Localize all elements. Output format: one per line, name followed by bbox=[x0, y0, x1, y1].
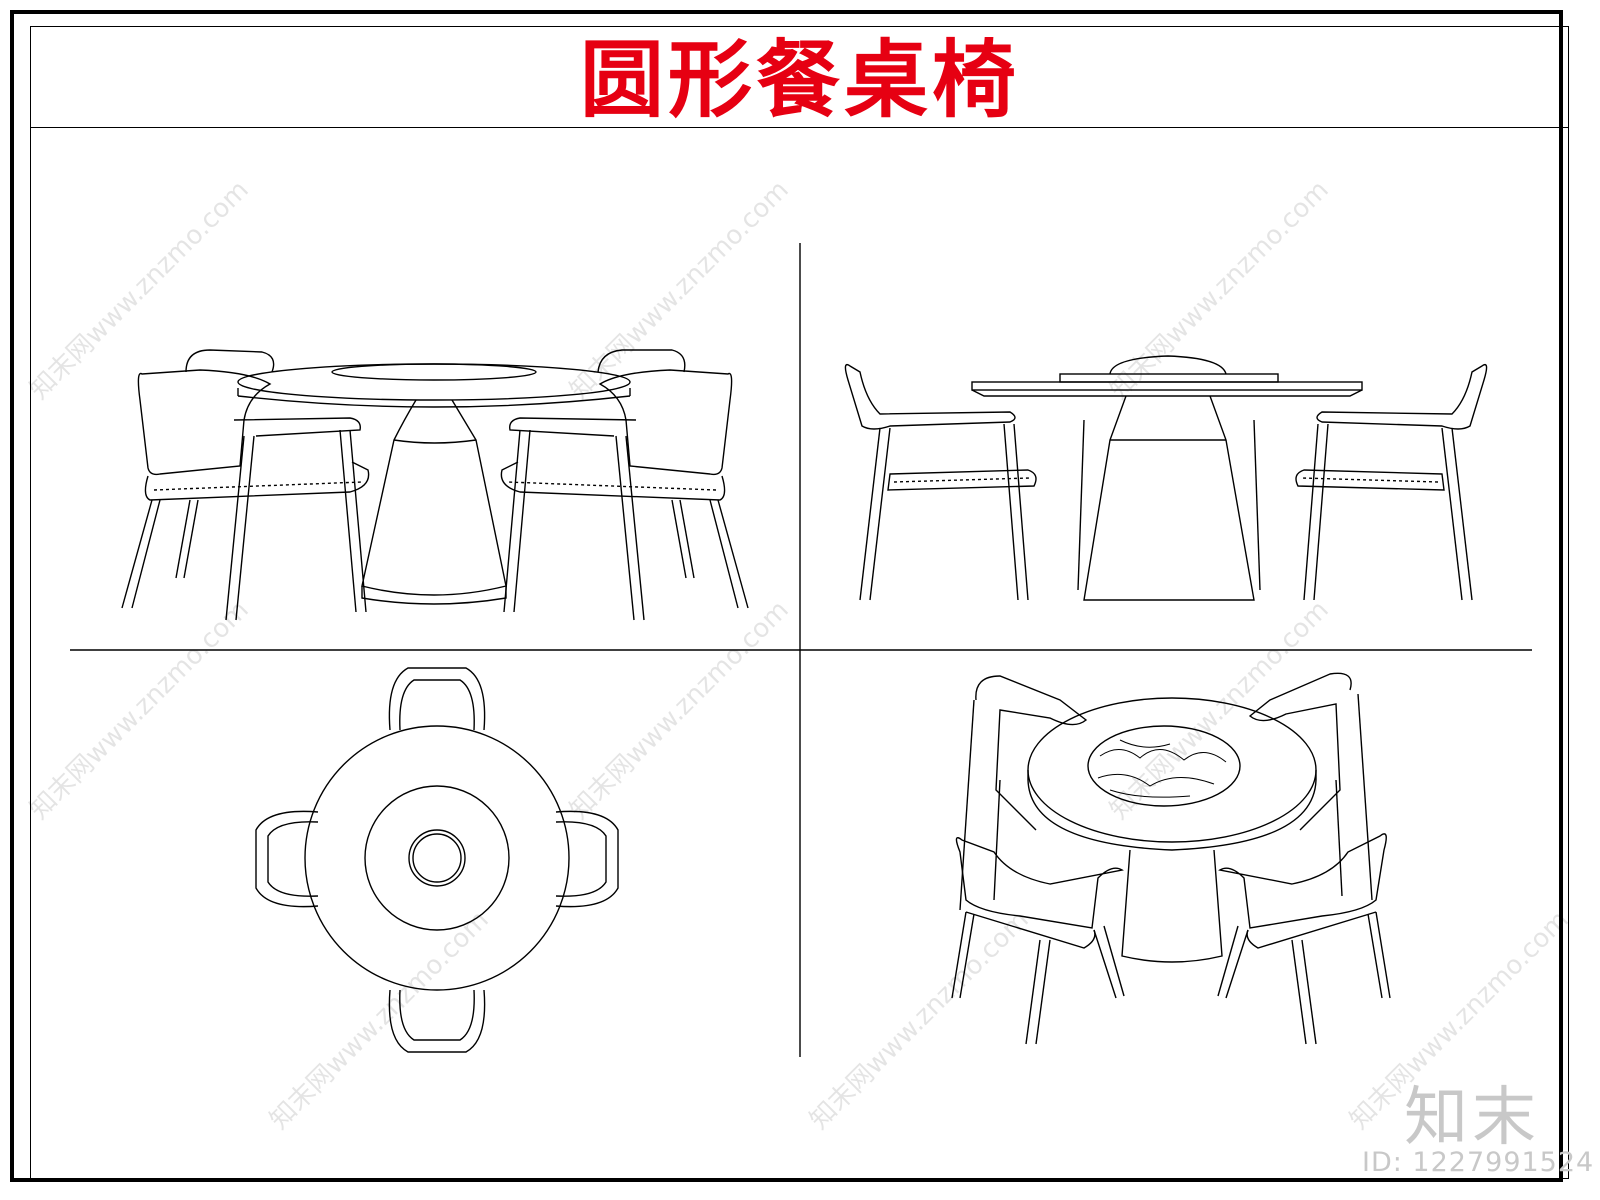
plan-view-chair-top bbox=[388, 667, 486, 731]
perspective-pedestal bbox=[1121, 849, 1223, 963]
plan-view-chair-left bbox=[255, 810, 319, 908]
side-view-table-top bbox=[971, 381, 1363, 391]
front-view-pedestal bbox=[361, 399, 507, 596]
front-view-chair-right bbox=[500, 369, 749, 621]
front-view-back-chair-right bbox=[597, 349, 686, 373]
perspective-chair-back-left bbox=[975, 675, 1088, 831]
perspective-view bbox=[951, 672, 1391, 1045]
watermark-logo: 知末 bbox=[1404, 1081, 1540, 1155]
drawing-title: 圆形餐桌椅 bbox=[579, 30, 1020, 129]
watermark-id: ID: 1227991524 bbox=[1362, 1147, 1595, 1178]
outer-frame bbox=[10, 10, 1563, 1182]
title-divider bbox=[30, 127, 1569, 128]
perspective-chair-front-right bbox=[1217, 833, 1391, 1045]
perspective-marble-inset bbox=[1087, 725, 1241, 807]
inner-frame bbox=[30, 26, 1569, 1179]
plan-view-lazy-susan bbox=[364, 785, 510, 931]
plan-view bbox=[255, 667, 619, 1053]
perspective-chair-back-right bbox=[1248, 672, 1352, 831]
side-view-pedestal bbox=[1083, 395, 1255, 601]
front-view bbox=[121, 349, 749, 621]
front-view-chair-left bbox=[121, 369, 370, 621]
side-view-chair-right bbox=[1295, 363, 1488, 601]
plan-view-table-top bbox=[304, 725, 570, 991]
front-view-back-chair-left bbox=[185, 349, 275, 373]
plan-view-chair-bottom bbox=[388, 989, 486, 1053]
side-view-chair-left bbox=[844, 363, 1037, 601]
plan-view-chair-right bbox=[555, 810, 619, 908]
side-view bbox=[844, 355, 1488, 601]
perspective-chair-front-left bbox=[951, 837, 1125, 1045]
